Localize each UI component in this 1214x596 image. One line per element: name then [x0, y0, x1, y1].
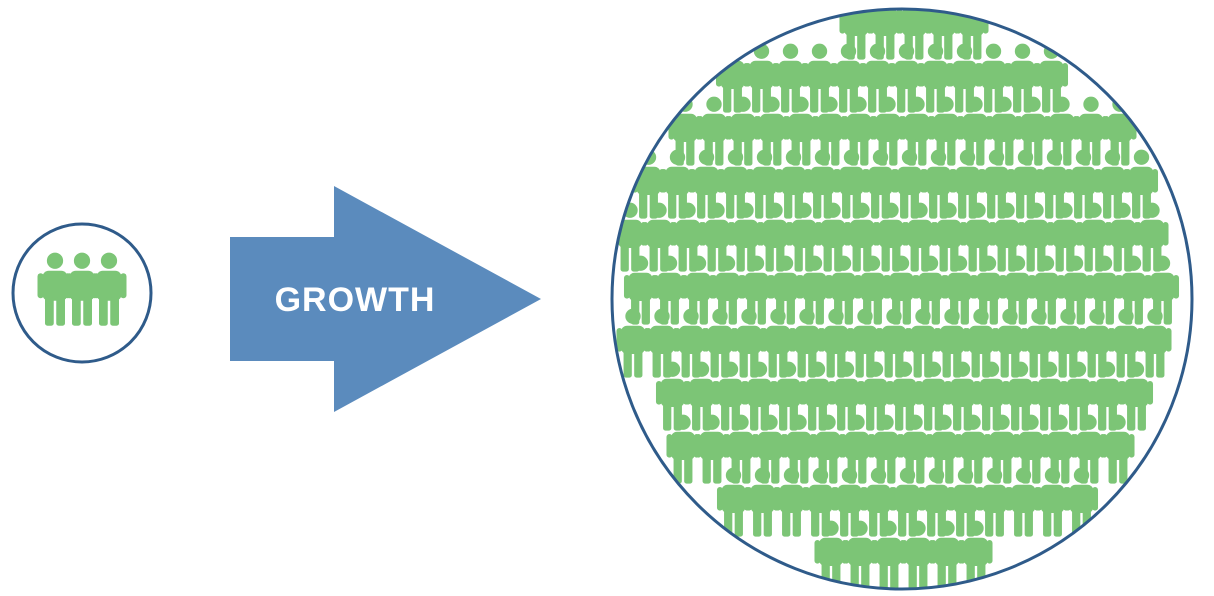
person-icon: [1138, 308, 1172, 378]
person-icon: [985, 414, 1019, 484]
person-icon: [666, 414, 700, 484]
person-icon: [732, 308, 766, 378]
person-icon: [745, 467, 780, 537]
person-icon: [832, 467, 867, 537]
person-icon: [718, 149, 753, 219]
person-icon: [890, 467, 925, 537]
person-icon: [1072, 414, 1106, 484]
person-icon: [948, 467, 983, 537]
small-group-people-icon: [37, 252, 127, 326]
arrow-label: GROWTH: [275, 281, 436, 319]
person-icon: [913, 255, 948, 325]
person-icon: [64, 252, 100, 326]
small-group: [11, 222, 153, 364]
person-icon: [945, 361, 980, 431]
person-icon: [726, 96, 760, 166]
person-icon: [863, 149, 898, 219]
person-icon: [623, 255, 658, 325]
person-icon: [716, 467, 751, 537]
person-icon: [871, 96, 905, 166]
person-icon: [37, 252, 73, 326]
large-group-circle: [610, 7, 1194, 591]
large-group: [610, 7, 1194, 591]
person-icon: [1135, 202, 1169, 272]
person-icon: [700, 202, 734, 272]
person-icon: [91, 252, 127, 326]
person-icon: [1119, 361, 1154, 431]
right-arrow-icon: [230, 186, 541, 412]
person-icon: [964, 308, 998, 378]
person-icon: [974, 361, 1009, 431]
person-icon: [1145, 255, 1180, 325]
person-icon: [744, 43, 779, 113]
person-icon: [703, 308, 737, 378]
growth-arrow: GROWTH: [230, 186, 541, 412]
person-icon: [1035, 467, 1070, 537]
person-icon: [695, 414, 729, 484]
person-icon: [803, 467, 838, 537]
person-icon: [616, 308, 650, 378]
person-icon: [724, 414, 758, 484]
person-icon: [784, 96, 818, 166]
person-icon: [976, 43, 1011, 113]
person-icon: [1051, 308, 1085, 378]
person-icon: [977, 467, 1012, 537]
person-icon: [1048, 202, 1082, 272]
person-icon: [993, 308, 1027, 378]
person-icon: [903, 202, 937, 272]
person-icon: [829, 361, 864, 431]
person-icon: [1101, 414, 1135, 484]
person-icon: [1006, 467, 1041, 537]
person-icon: [961, 202, 995, 272]
